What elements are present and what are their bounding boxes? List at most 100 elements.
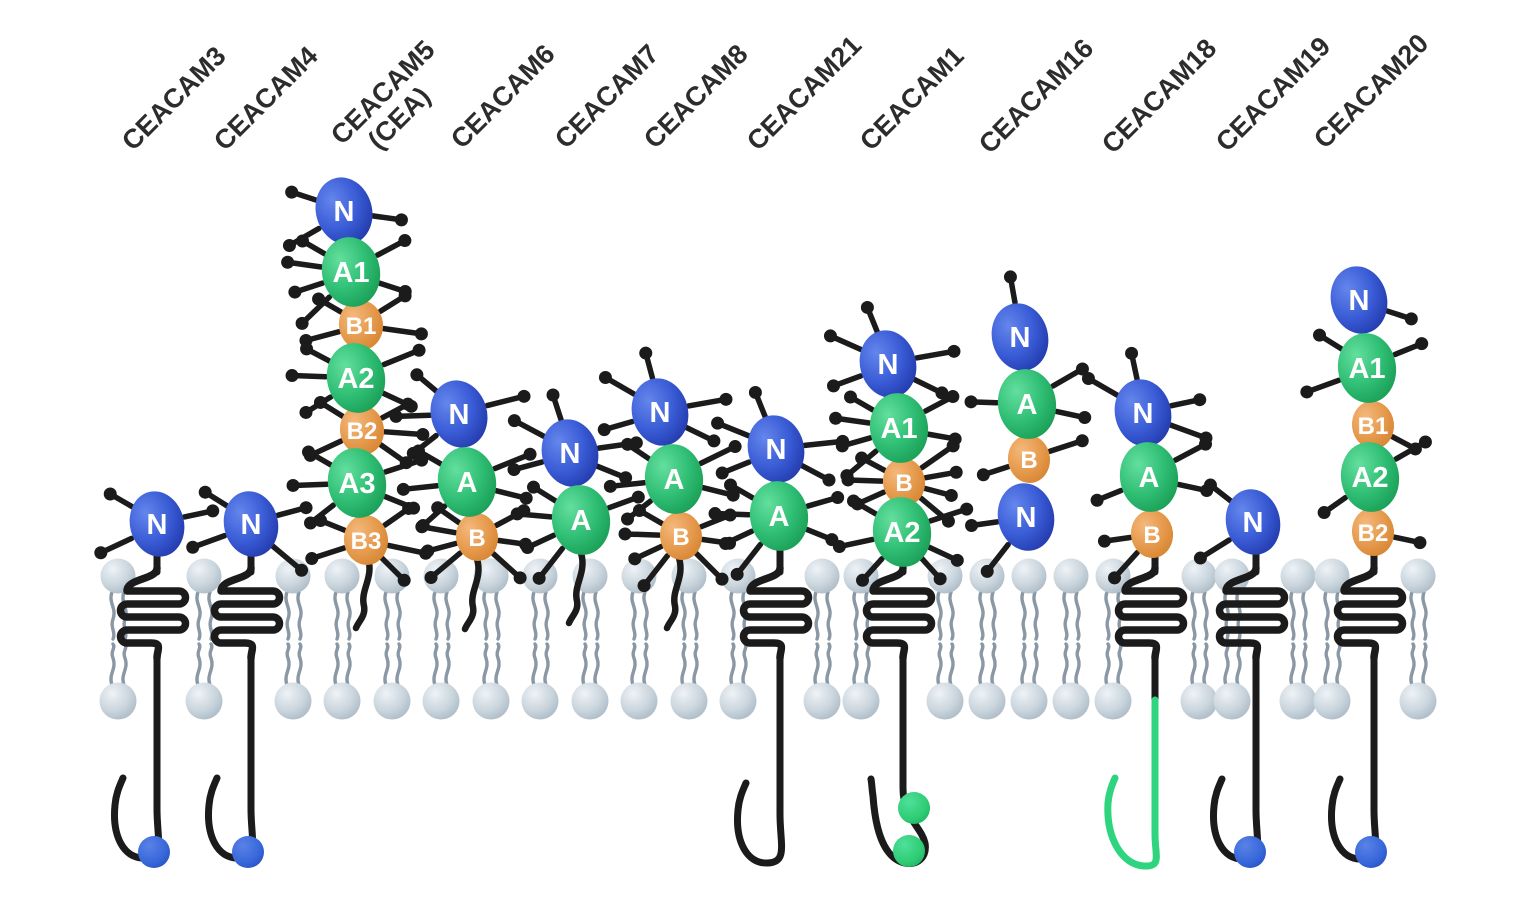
glycosylation-site-dot xyxy=(847,494,861,508)
lipid-tail xyxy=(207,642,214,687)
lipid-tail xyxy=(1104,642,1111,687)
gpi-anchor xyxy=(352,554,373,632)
tail-blue-ball xyxy=(138,836,170,868)
protein-label: CEACAM18 xyxy=(1096,33,1222,159)
lipid-tail xyxy=(581,590,588,641)
lipid-tail xyxy=(195,590,202,641)
glycosylation-site-dot xyxy=(1075,434,1089,448)
domain-n xyxy=(1114,379,1172,447)
glycosylation-site-dot xyxy=(618,527,632,541)
lipid-head xyxy=(842,682,880,720)
lipid-tail xyxy=(1062,642,1069,687)
lipid-head xyxy=(1010,682,1048,720)
lipid-tail xyxy=(680,642,687,687)
lipid-tail xyxy=(1104,590,1111,641)
lipid-head xyxy=(1213,682,1251,720)
lipid-tail xyxy=(1409,590,1416,641)
lipid-tail xyxy=(1335,642,1342,687)
tail-blue-ball xyxy=(1234,836,1266,868)
lipid-tail xyxy=(741,642,748,687)
glycosylation-site-dot xyxy=(597,423,611,437)
glycosylation-site-dot xyxy=(519,491,533,505)
domain-a xyxy=(997,369,1057,439)
glycosylation-site-dot xyxy=(401,397,415,411)
glycosylation-site-dot xyxy=(946,390,960,404)
glycosylation-site-dot xyxy=(960,502,974,516)
domain-a xyxy=(1119,442,1179,512)
domain-label: B xyxy=(1143,522,1160,549)
domain-label: B1 xyxy=(1358,413,1389,440)
lipid-tail xyxy=(936,590,943,641)
lipid-tail xyxy=(692,590,699,641)
domain-label: N xyxy=(650,397,671,429)
domain-b1 xyxy=(338,300,384,350)
glycosylation-site-dot xyxy=(304,516,318,530)
lipid-tail xyxy=(593,590,600,641)
lipid-tail xyxy=(1074,642,1081,687)
lipid-tail xyxy=(852,642,859,687)
transmembrane-helix xyxy=(1114,564,1188,662)
glycosylation-site-dot xyxy=(639,346,653,360)
glycosylation-site-dot xyxy=(546,388,560,402)
domain-label: A1 xyxy=(880,413,917,445)
domain-label: B xyxy=(1020,447,1037,474)
glycosylation-site-dot xyxy=(621,512,635,526)
lipid-tail xyxy=(948,590,955,641)
glycosylation-site-dot xyxy=(637,579,651,593)
glycosylation-site-dot xyxy=(708,507,722,521)
lipid-head xyxy=(1052,682,1090,720)
glycosylation-site-dot xyxy=(1415,337,1429,351)
glycosylation-site-dot xyxy=(1081,372,1095,385)
glycosylation-site-dot xyxy=(844,390,858,404)
glycosylation-site-dot xyxy=(1090,493,1104,507)
lipid-head xyxy=(186,558,222,594)
lipid-tail xyxy=(383,642,390,687)
glycosylation-site-dot xyxy=(302,445,316,459)
glycosylation-site-dot xyxy=(285,185,299,199)
domain-label: A1 xyxy=(1348,353,1385,385)
glycosylation-site-dot xyxy=(513,571,527,585)
domain-b2 xyxy=(339,405,385,455)
lipid-tail xyxy=(121,642,128,687)
lipid-tail xyxy=(729,642,736,687)
lipid-bilayer xyxy=(99,558,1437,720)
glycosylation-site-dot xyxy=(946,439,960,453)
gpi-anchor xyxy=(565,549,586,627)
domain-label: A2 xyxy=(337,363,374,395)
glycosylation-site-dot xyxy=(933,572,947,586)
lipid-tail xyxy=(948,642,955,687)
lipid-head xyxy=(1094,682,1132,720)
glycosylation-site-dot xyxy=(831,491,845,505)
glycosylation-site-dot xyxy=(1404,312,1418,326)
glycosylation-site-dot xyxy=(1193,551,1207,565)
glycosylation-site-dot xyxy=(1317,506,1331,520)
lipid-head xyxy=(422,682,460,720)
lipid-head xyxy=(1214,558,1250,594)
lipid-tail xyxy=(543,642,550,687)
lipid-head xyxy=(968,682,1006,720)
lipid-tail xyxy=(444,590,451,641)
domain-a1 xyxy=(1337,333,1397,403)
lipid-tail xyxy=(383,590,390,641)
lipid-tail xyxy=(642,590,649,641)
lipid-tail xyxy=(978,642,985,687)
glycosylation-site-dot xyxy=(389,409,403,423)
lipid-head xyxy=(1279,682,1317,720)
glycosylation-site-dot xyxy=(103,487,117,501)
lipid-head xyxy=(1180,682,1218,720)
lipid-head xyxy=(571,682,609,720)
glycosylation-site-dot xyxy=(856,573,870,587)
glycosylation-site-dot xyxy=(1075,362,1089,376)
glycosylation-site-dot xyxy=(855,451,869,465)
protein-label: CEACAM1 xyxy=(854,41,970,157)
lipid-head xyxy=(1181,558,1217,594)
domain-n xyxy=(859,330,917,398)
domain-a1 xyxy=(869,393,929,463)
glycosylation-site-dot xyxy=(281,255,295,269)
glycosylation-site-dot xyxy=(285,369,299,383)
glycosylation-site-dot xyxy=(282,239,296,252)
